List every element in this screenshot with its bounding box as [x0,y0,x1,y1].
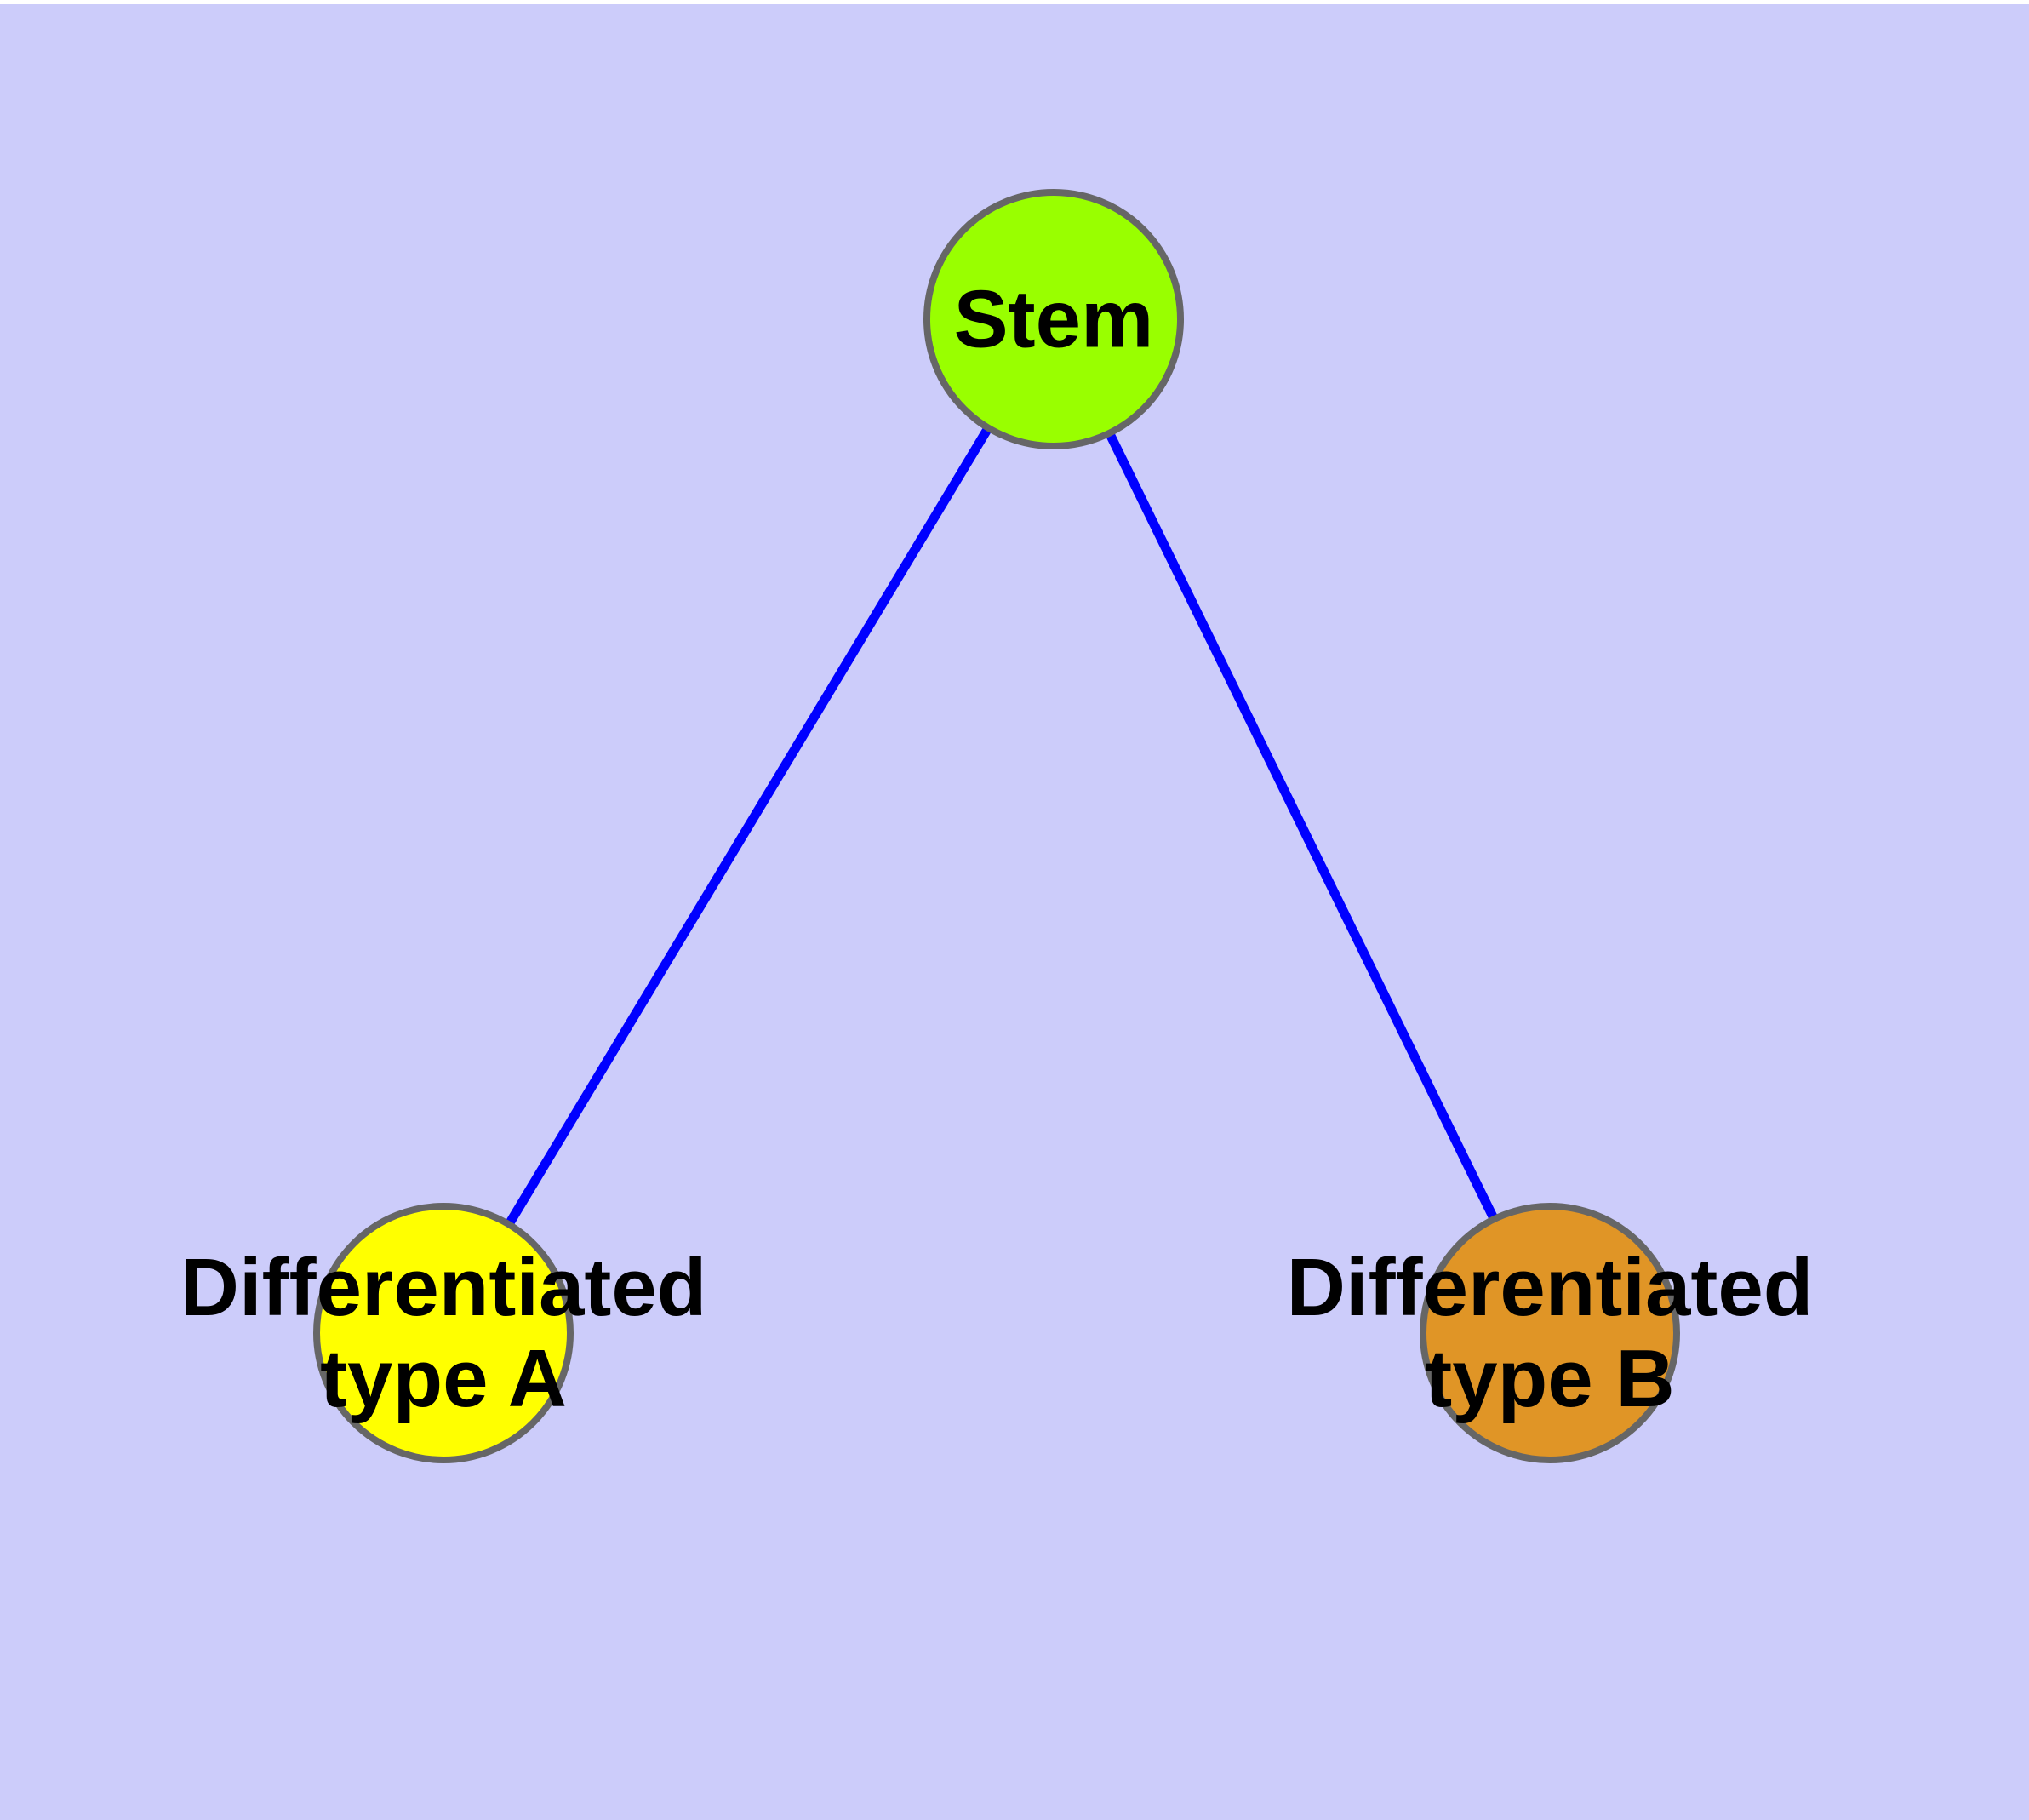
edge-stem-to-diff-b[interactable] [1049,317,1554,1336]
node-label-line: Stem [954,274,1154,365]
node-label-line: type A [320,1333,567,1424]
node-label-line: Differentiated [180,1242,707,1333]
edge-stem-to-diff-a[interactable] [439,317,1058,1336]
edge-layer [439,317,1554,1336]
node-label-line: Differentiated [1287,1242,1814,1333]
node-label-line: type B [1425,1333,1674,1424]
node-stem[interactable]: Stem [923,189,1184,449]
node-diff-b-circle[interactable] [1420,1203,1680,1463]
node-stem-circle[interactable] [923,189,1184,449]
node-stem-label: Stem [954,274,1154,365]
node-diff-a-circle[interactable] [313,1203,574,1463]
